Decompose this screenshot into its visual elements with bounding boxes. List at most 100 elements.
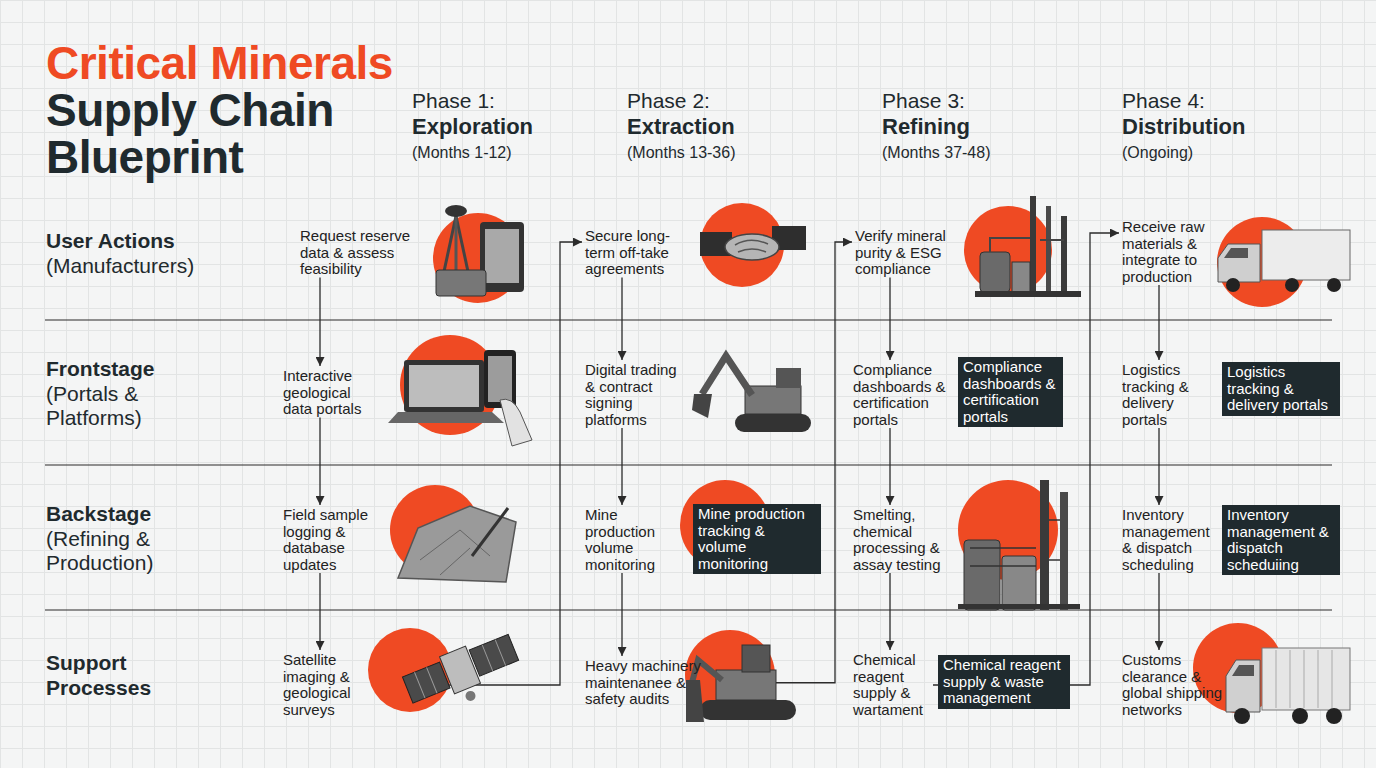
accent-circle — [964, 206, 1052, 294]
arm — [702, 356, 752, 395]
node-text: Receive raw materials & integrate to pro… — [1122, 219, 1217, 285]
flow-arrow — [319, 573, 320, 650]
flow-arrow — [621, 278, 622, 361]
flow-arrow — [889, 278, 890, 361]
base — [975, 291, 1081, 297]
flow-arrow — [1158, 573, 1159, 650]
lane-heading: Frontstage — [46, 357, 246, 381]
chimney — [1061, 216, 1067, 294]
flow-arrow — [1158, 285, 1159, 360]
node-text: Mine production volume monitoring — [585, 507, 665, 573]
tracks — [700, 700, 796, 720]
node-text: Customs clearance & global shipping netw… — [1122, 652, 1232, 718]
tank — [1012, 262, 1030, 292]
accent-circle — [368, 628, 452, 712]
phase-name: Distribution — [1122, 114, 1332, 140]
panel-grid — [415, 640, 506, 699]
phase-name: Exploration — [412, 114, 622, 140]
step-text: Satellite imaging & geological surveys — [283, 652, 375, 718]
wheel — [1226, 278, 1240, 292]
lane-subheading: (Manufacturers) — [46, 254, 246, 278]
flow-arrow — [621, 428, 622, 505]
wheel — [1285, 278, 1299, 292]
refinery — [964, 196, 1081, 297]
phase-duration: (Months 37-48) — [882, 143, 1092, 162]
probe — [472, 508, 508, 556]
flow-arrow — [621, 573, 622, 656]
laptop-screen — [404, 360, 484, 412]
phase-duration: (Months 13-36) — [627, 143, 837, 162]
bucket — [692, 394, 712, 418]
wheel — [1292, 708, 1308, 724]
bulldozer — [685, 630, 796, 722]
phase-duration: (Months 1-12) — [412, 143, 622, 162]
hand — [500, 399, 532, 446]
satellite-body — [401, 630, 527, 722]
step-text: Mine production volume monitoring — [585, 507, 665, 573]
node-text: Satellite imaging & geological surveys — [283, 652, 375, 718]
callout-box: Logistics tracking & delivery portals — [1222, 362, 1340, 416]
node-text: Heavy machinery maintenanee & safety aud… — [585, 658, 705, 708]
lane-heading: Support Processes — [46, 650, 196, 700]
step-text: Inventory management & dispatch scheduli… — [1122, 507, 1217, 573]
lane-heading: User Actions — [46, 229, 246, 253]
delivery-truck — [1217, 217, 1350, 307]
callout-box: Inventory management & dispatch scheduii… — [1222, 505, 1340, 575]
tracks — [735, 414, 811, 432]
solar-panel — [402, 662, 450, 703]
container-ribs — [1276, 650, 1332, 708]
row-divider — [45, 319, 1332, 320]
flow-arrow — [319, 418, 320, 506]
step-text: Secure long-term off-take agreements — [585, 228, 693, 278]
flow-arrow — [889, 573, 890, 650]
accent-circle — [700, 203, 784, 287]
antenna — [464, 689, 477, 702]
device-case — [436, 270, 486, 296]
tower — [1040, 480, 1049, 610]
excavator — [692, 356, 811, 432]
node-text: Smelting, chemical processing & assay te… — [853, 507, 953, 573]
flow-arrow — [319, 278, 320, 367]
phone — [484, 350, 516, 408]
pipe — [990, 238, 1064, 252]
phase-name: Extraction — [627, 114, 837, 140]
trailer — [1262, 230, 1350, 280]
phase-name: Refining — [882, 114, 1092, 140]
diagram-title: Critical Minerals Supply Chain Blueprint — [46, 40, 436, 181]
chimney — [1030, 196, 1036, 294]
container — [1262, 648, 1350, 710]
cab-window — [1224, 248, 1248, 258]
laptop-base — [388, 412, 504, 423]
rock-sample — [390, 485, 516, 582]
row-divider — [45, 609, 1332, 610]
node-text: Logistics tracking & delivery portals — [1122, 362, 1202, 428]
fingers — [735, 240, 768, 252]
step-text: Logistics tracking & delivery portals — [1122, 362, 1202, 428]
pipe — [970, 520, 1060, 566]
satellite-core — [440, 646, 481, 694]
step-text: Request reserve data & assess feasibilit… — [300, 228, 425, 278]
chimney — [1046, 206, 1051, 294]
node-text: Compliance dashboards & certification po… — [963, 359, 1058, 425]
phase-number: Phase 3: — [882, 89, 1092, 113]
step-text: Interactive geological data portals — [283, 368, 375, 418]
tank — [980, 252, 1010, 292]
base — [958, 604, 1080, 609]
cab — [1218, 244, 1260, 282]
rock — [398, 506, 516, 582]
node-text: Chemical reagent supply & waste manageme… — [943, 657, 1065, 707]
wheel — [1234, 708, 1250, 724]
flow-arrow — [933, 233, 1119, 685]
wheel — [1326, 708, 1342, 724]
phase-number: Phase 1: — [412, 89, 622, 113]
tablet-screen — [485, 229, 519, 283]
flow-arrow — [705, 242, 852, 683]
callout-box: Chemical reagent supply & waste manageme… — [938, 655, 1070, 709]
gps-head — [445, 205, 467, 217]
node-text: Mine production tracking & volume monito… — [698, 506, 816, 572]
body — [716, 670, 776, 700]
tank — [1002, 556, 1036, 610]
step-text: Smelting, chemical processing & assay te… — [853, 507, 953, 573]
node-text: Inventory management & dispatch scheduli… — [1122, 507, 1217, 573]
